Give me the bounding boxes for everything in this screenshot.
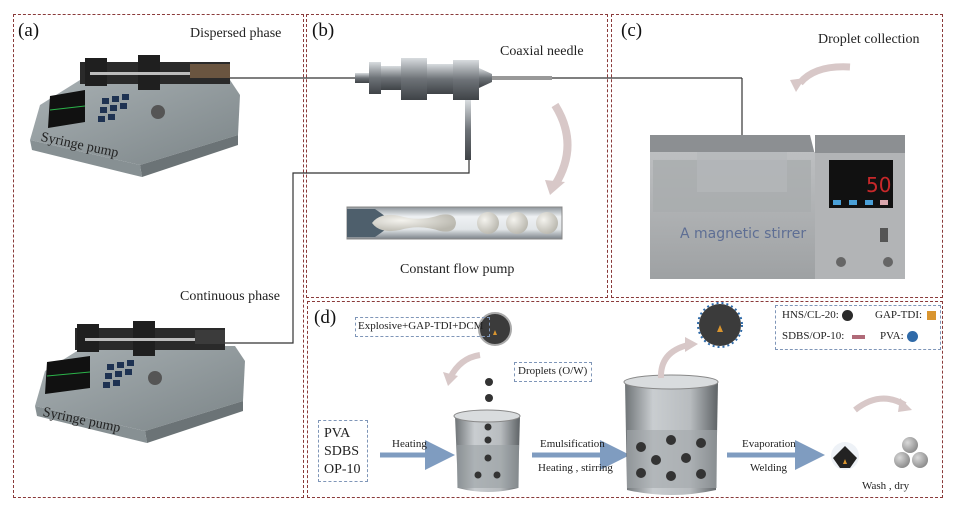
aqueous-sdbs: SDBS [324, 444, 360, 459]
step-heating-stirring-label: Heating , stirring [538, 462, 613, 474]
legend-gap-tdi: GAP-TDI: [875, 309, 923, 321]
step-heating-label: Heating [392, 438, 427, 450]
curved-arrow-d1 [447, 352, 481, 380]
legend-hns-cl20-swatch [842, 310, 853, 321]
legend-pva: PVA: [880, 330, 904, 342]
legend-sdbs-op10-swatch [852, 335, 865, 339]
syringe-pump-top [30, 55, 240, 177]
panel-label-b: (b) [312, 20, 335, 41]
wash-dry-label: Wash , dry [862, 480, 910, 492]
panel-label-d: (d) [314, 307, 337, 328]
coaxial-needle [355, 58, 552, 160]
oil-phase-box [355, 317, 490, 337]
droplets-box [514, 362, 592, 382]
curved-arrow-b [551, 102, 572, 188]
panel-c [611, 14, 943, 298]
panel-d [307, 301, 943, 498]
panel-b [306, 14, 608, 298]
coaxial-needle-label: Coaxial needle [500, 44, 584, 59]
droplet-magnified [479, 313, 511, 345]
dispersed-phase-label: Dispersed phase [190, 26, 282, 41]
legend-hns-cl20: HNS/CL-20: [782, 309, 839, 321]
magnetic-stirrer [650, 135, 905, 279]
curved-arrow-d2 [657, 342, 689, 379]
oil-phase-label: Explosive+GAP-TDI+DCM [358, 320, 484, 332]
panel-a [13, 14, 304, 498]
aqueous-pva: PVA [324, 426, 351, 441]
panel-label-c: (c) [621, 20, 643, 41]
beaker-2 [623, 374, 719, 495]
panel-label-a: (a) [18, 20, 40, 41]
aqueous-box [318, 420, 368, 482]
stirrer-label: A magnetic stirrer [680, 226, 807, 242]
flow-tube [346, 206, 563, 240]
droplet-collection-label: Droplet collection [818, 32, 920, 47]
step-evaporation-label: Evaporation [742, 438, 796, 450]
legend-sdbs-op10: SDBS/OP-10: [782, 330, 845, 342]
step-emulsification-label: Emulsification [540, 438, 605, 450]
legend-gap-tdi-swatch [927, 311, 936, 320]
beaker-1 [453, 409, 521, 492]
stirrer-display-value: 50 [866, 173, 892, 197]
curved-arrow-c [797, 63, 851, 86]
curved-arrow-d3 [853, 395, 907, 413]
syringe-pump-bottom [35, 321, 245, 443]
constant-flow-pump-label: Constant flow pump [400, 262, 515, 277]
legend-box [775, 305, 941, 350]
aqueous-op10: OP-10 [324, 462, 361, 477]
droplets-label: Droplets (O/W) [518, 365, 588, 377]
continuous-phase-label: Continuous phase [180, 289, 280, 304]
step-welding-label: Welding [750, 462, 787, 474]
legend-pva-swatch [907, 331, 918, 342]
